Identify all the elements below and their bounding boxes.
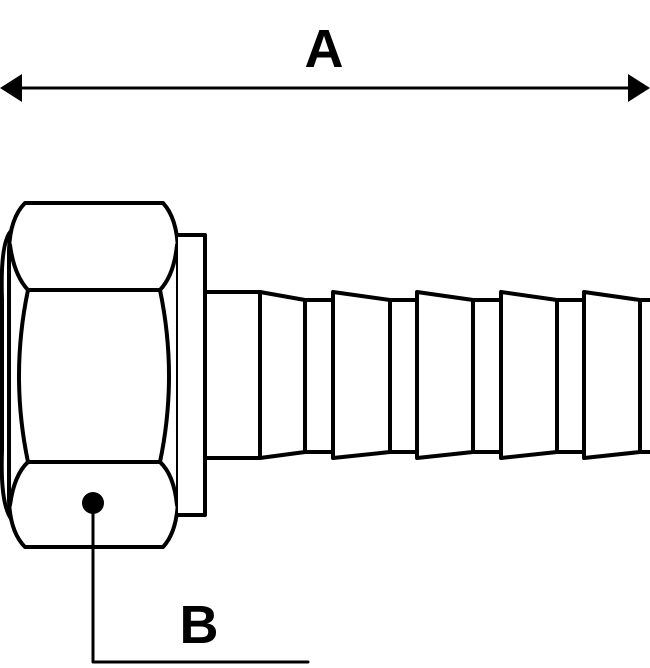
dimension-b: B bbox=[82, 492, 310, 664]
barb-5 bbox=[582, 290, 642, 460]
groove-3 bbox=[471, 298, 503, 454]
nut-left-edge bbox=[0, 228, 14, 522]
shank bbox=[203, 290, 262, 460]
nut-middle-face-right bbox=[158, 288, 171, 464]
groove-1 bbox=[303, 298, 335, 454]
dimension-a-left-arrowhead bbox=[0, 74, 22, 102]
dimension-a: A bbox=[0, 19, 650, 102]
groove-2 bbox=[388, 298, 419, 454]
hose-tail bbox=[203, 290, 650, 460]
nut-right-flange bbox=[176, 233, 207, 517]
dimension-a-right-arrowhead bbox=[628, 74, 650, 102]
barb-3 bbox=[415, 290, 475, 460]
dimension-b-label: B bbox=[180, 595, 219, 655]
tail-end bbox=[638, 298, 650, 454]
dimension-a-label: A bbox=[305, 19, 344, 79]
nut-middle-face-left bbox=[17, 288, 30, 464]
barb-1 bbox=[258, 290, 307, 460]
nut-lower-face bbox=[8, 460, 179, 507]
dimension-b-leader bbox=[91, 501, 310, 664]
barb-2 bbox=[331, 290, 392, 460]
groove-4 bbox=[555, 298, 586, 454]
barb-4 bbox=[499, 290, 559, 460]
nut-upper-face bbox=[8, 243, 179, 292]
hex-nut bbox=[0, 201, 207, 549]
